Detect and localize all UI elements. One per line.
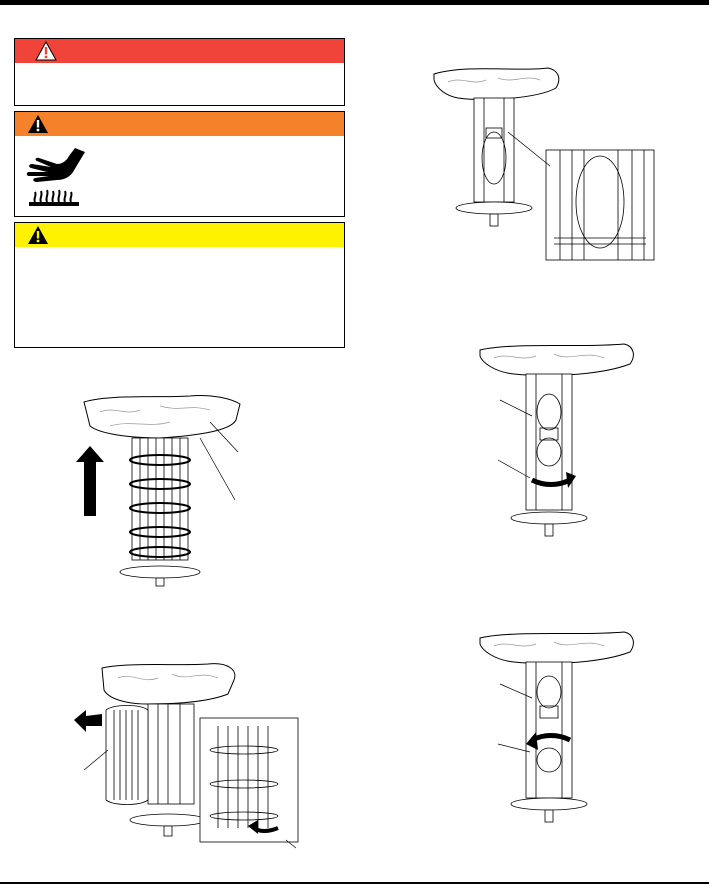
warning-box: [14, 111, 345, 217]
curved-arrow-left-icon: [526, 732, 572, 750]
reflector-top: [83, 395, 241, 439]
heater-column: [119, 437, 201, 587]
alert-triangle-icon: [35, 41, 57, 61]
element-rotate-right-figure: [479, 343, 634, 537]
alert-triangle-icon: [28, 226, 48, 244]
element-rotate-left-figure: [479, 631, 634, 823]
hot-surface-hand-icon: [26, 148, 85, 206]
curved-arrow-right-icon: [530, 472, 576, 488]
danger-header: [15, 39, 344, 63]
element-clip-figure: [433, 67, 655, 261]
danger-box: [14, 38, 345, 106]
top-rule: [0, 0, 709, 5]
up-arrow-icon: [76, 446, 104, 516]
bottom-rule: [0, 882, 709, 884]
guard-lift-figure: [76, 395, 241, 587]
guard-removal-figure: [74, 663, 299, 849]
caution-box: [14, 222, 345, 348]
caution-header: [15, 223, 344, 247]
left-arrow-icon: [74, 710, 102, 732]
warning-header: [15, 112, 344, 136]
alert-triangle-icon: [28, 115, 48, 133]
curved-arrow-icon: [248, 820, 279, 834]
